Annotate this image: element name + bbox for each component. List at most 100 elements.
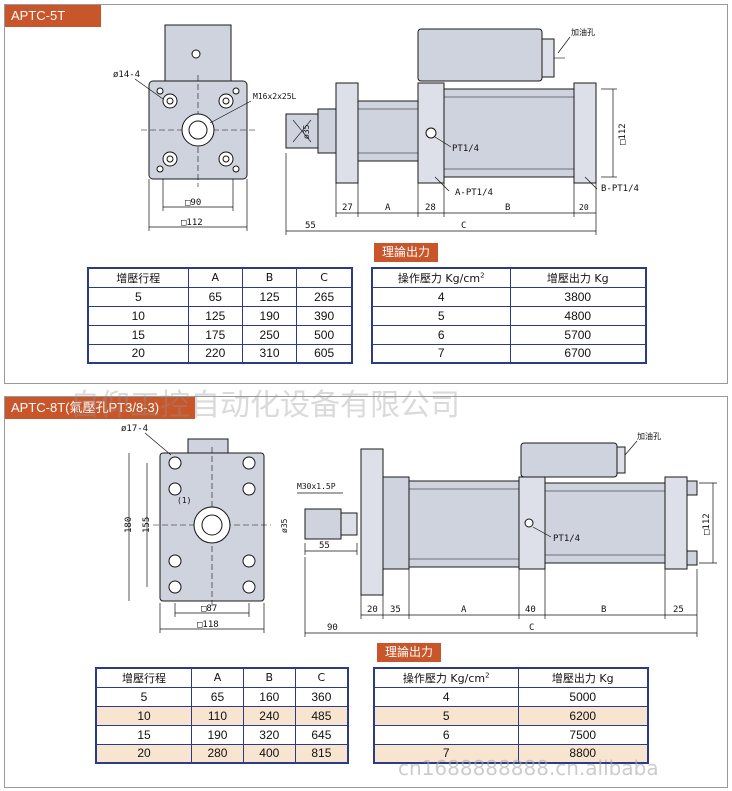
- label-dB: B: [601, 605, 606, 615]
- oil-tank: [417, 28, 543, 82]
- neck: [382, 476, 410, 570]
- front-flange: [360, 448, 384, 596]
- label-h112: □112: [618, 123, 628, 145]
- table-row: 6 5700: [371, 324, 647, 345]
- cell: 8800: [517, 743, 649, 764]
- cell: 815: [294, 743, 349, 764]
- label-d40: 40: [525, 605, 536, 615]
- model-tag: APTC-5T: [5, 5, 101, 27]
- main-cylinder: [544, 482, 666, 564]
- piston-rod: [304, 508, 342, 540]
- table-row: 15 175 250 500: [87, 324, 353, 345]
- panel-aptc-8t: APTC-8T(氣壓孔PT3/8-3) ø17-4 (1) 180 155: [4, 396, 728, 788]
- rear-nut: [686, 480, 698, 496]
- label-h112: □112: [702, 513, 712, 535]
- force-table: 操作壓力 Kg/cm2 增壓出力 Kg 4 3800 5 4800 6 5700…: [371, 267, 647, 364]
- cell: 125: [187, 305, 243, 326]
- pt-port: [425, 127, 437, 139]
- cell: 280: [191, 743, 244, 764]
- cell: 6700: [509, 343, 647, 364]
- label-thread: M16x2x25L: [253, 92, 297, 101]
- cell: 240: [242, 705, 296, 726]
- label-sq112: □112: [181, 218, 203, 228]
- header-force: 增壓出力 Kg: [509, 267, 647, 288]
- technical-drawing-5t: ø14-4 M16x2x25L □90 □112 ø35 加油孔: [113, 24, 639, 235]
- cell: 4800: [509, 305, 647, 326]
- cell: 160: [242, 686, 296, 707]
- label-d20: 20: [367, 605, 378, 615]
- header-stroke: 增壓行程: [95, 667, 193, 688]
- table-row: 7 6700: [371, 343, 647, 364]
- label-dA: A: [385, 203, 391, 213]
- label-pt: PT1/4: [553, 534, 580, 544]
- stroke-table: 增壓行程 A B C 5 65 160 360 10 110 240 485 1…: [95, 667, 349, 764]
- cell: 220: [187, 343, 243, 364]
- rear-flange: [573, 82, 597, 184]
- cell: 400: [242, 743, 296, 764]
- cell: 320: [242, 724, 296, 745]
- cell: 125: [241, 286, 298, 307]
- main-cylinder: [443, 88, 575, 178]
- label-oil-port: 加油孔: [637, 431, 661, 441]
- table-row: 15 190 320 645: [95, 724, 349, 745]
- tank-cap: [541, 38, 555, 78]
- header-b: B: [241, 267, 298, 288]
- table-row: 5 4800: [371, 305, 647, 326]
- label-d20: 20: [579, 203, 589, 212]
- cell: 7: [371, 343, 511, 364]
- table-row: 6 7500: [373, 724, 649, 745]
- table-row: 7 8800: [373, 743, 649, 764]
- table-row: 4 5000: [373, 686, 649, 707]
- label-d90: 90: [327, 623, 338, 633]
- label-d27: 27: [342, 203, 353, 213]
- cell: 605: [296, 343, 353, 364]
- label-dC: C: [461, 221, 466, 231]
- rod-collar: [317, 108, 337, 154]
- cell: 265: [296, 286, 353, 307]
- label-bpt: B-PT1/4: [601, 184, 639, 194]
- cell: 15: [95, 724, 193, 745]
- cell: 485: [294, 705, 349, 726]
- table-row: 10 110 240 485: [95, 705, 349, 726]
- header-a: A: [187, 267, 243, 288]
- label-d28: 28: [425, 203, 436, 213]
- label-thread: M30x1.5P: [297, 482, 336, 491]
- table-row: 5 65 125 265: [87, 286, 353, 307]
- cell: 20: [87, 343, 189, 364]
- cell: 65: [187, 286, 243, 307]
- label-d55: 55: [319, 541, 330, 551]
- cell: 4: [373, 686, 519, 707]
- header-c: C: [296, 267, 353, 288]
- table-row: 10 125 190 390: [87, 305, 353, 326]
- header-a: A: [191, 667, 244, 688]
- cell: 15: [87, 324, 189, 345]
- cell: 175: [187, 324, 243, 345]
- cell: 65: [191, 686, 244, 707]
- cell: 6: [373, 724, 519, 745]
- section-title: 理論出力: [374, 243, 439, 262]
- label-d55: 55: [305, 221, 316, 231]
- side-view: M30x1.5P ø35 55 加油孔 PT1/4: [280, 431, 717, 637]
- rod-collar: [340, 512, 358, 536]
- force-table: 操作壓力 Kg/cm2 增壓出力 Kg 4 5000 5 6200 6 7500…: [373, 667, 649, 764]
- booster-cylinder: [357, 100, 419, 162]
- cell: 390: [296, 305, 353, 326]
- cell: 5: [373, 705, 519, 726]
- label-dia35: ø35: [280, 518, 289, 533]
- cell: 7: [373, 743, 519, 764]
- header-pressure: 操作壓力 Kg/cm2: [373, 667, 519, 688]
- cell: 5: [371, 305, 511, 326]
- hole: [191, 49, 201, 59]
- bolt-holes: [156, 87, 240, 173]
- header-force: 增壓出力 Kg: [517, 667, 649, 688]
- label-sq90: □90: [185, 198, 201, 208]
- bolt-holes: [168, 456, 256, 594]
- cell: 250: [241, 324, 298, 345]
- label-d25: 25: [673, 605, 684, 615]
- label-bore: ø14-4: [113, 70, 140, 80]
- cell: 20: [95, 743, 193, 764]
- side-view: ø35 加油孔 PT1/4 A-PT1/4 B-PT1/4 □112: [285, 27, 639, 235]
- label-dB: B: [505, 203, 510, 213]
- cell: 7500: [517, 724, 649, 745]
- cell: 190: [191, 724, 244, 745]
